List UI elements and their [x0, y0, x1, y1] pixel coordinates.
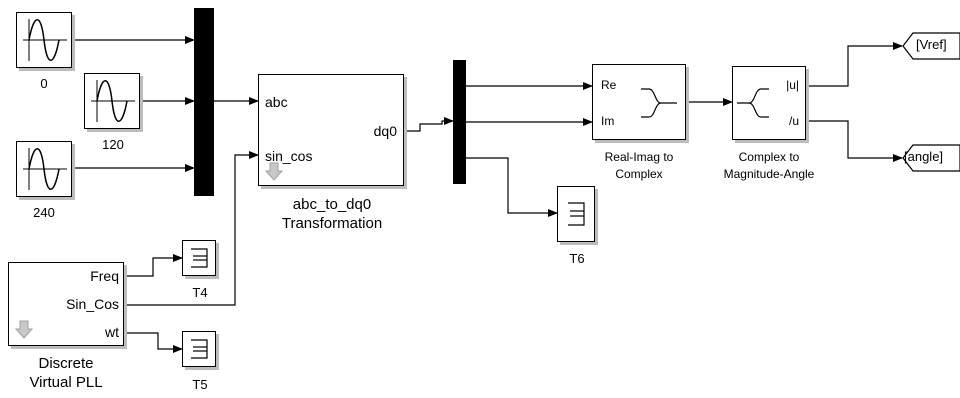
sine-source-240-label: 240 — [33, 205, 55, 220]
mask-arrow-icon — [15, 320, 33, 339]
pll-name-line1: Discrete — [38, 355, 94, 372]
angle-port-label: /u — [788, 114, 799, 128]
goto-vref-shape — [902, 32, 960, 60]
dq0-port-label: dq0 — [373, 123, 397, 139]
terminator-t4[interactable] — [182, 240, 216, 276]
mux-block-2[interactable] — [453, 60, 466, 184]
abc-port-label: abc — [265, 94, 288, 110]
terminator-icon — [191, 339, 208, 359]
abc-to-dq0-name-line1: abc_to_dq0 — [292, 196, 372, 213]
complex-to-mag-angle-block[interactable]: |u| /u — [732, 66, 806, 140]
terminator-t6[interactable] — [557, 186, 595, 242]
line-pll-sincos — [124, 151, 259, 306]
abc-to-dq0-block[interactable]: abc sin_cos dq0 — [258, 74, 404, 186]
sine-source-120-label: 120 — [102, 137, 124, 152]
complex-mag-name-line1: Complex to — [738, 150, 800, 164]
sine-source-120[interactable] — [84, 73, 140, 129]
pll-name-line2: Virtual PLL — [29, 374, 103, 391]
sine-source-240[interactable] — [16, 141, 72, 197]
terminator-icon — [568, 202, 585, 226]
terminator-t5[interactable] — [182, 331, 216, 367]
goto-vref-label[interactable]: [Vref] — [916, 37, 947, 52]
merge-icon — [641, 88, 677, 118]
im-port-label: Im — [601, 114, 615, 128]
line-dq0-mux2 — [403, 117, 454, 132]
sine-wave-icon — [91, 80, 135, 122]
goto-angle-label[interactable]: [angle] — [904, 149, 944, 164]
sine-wave-icon — [23, 148, 67, 190]
wt-port-label: wt — [105, 324, 119, 340]
magnitude-port-label: |u| — [786, 78, 799, 92]
abc-to-dq0-name-line2: Transformation — [281, 215, 383, 232]
goto-angle-shape — [902, 144, 960, 172]
terminator-t5-label: T5 — [192, 377, 208, 392]
real-imag-to-complex-block[interactable]: Re Im — [592, 64, 686, 140]
line-angle-tag — [806, 120, 903, 162]
sine-source-0[interactable] — [16, 12, 72, 68]
pll-block[interactable]: Freq Sin_Cos wt — [8, 262, 124, 346]
line-mux2-t6 — [466, 157, 558, 217]
line-pll-freq-t4 — [124, 254, 183, 277]
line-mag-vref — [806, 42, 903, 87]
real-imag-name-line2: Complex — [615, 167, 663, 181]
complex-mag-name-line2: Magnitude-Angle — [723, 167, 815, 181]
real-imag-name-line1: Real-Imag to — [604, 150, 674, 164]
mask-arrow-icon — [265, 162, 283, 181]
split-icon — [737, 88, 769, 118]
freq-port-label: Freq — [90, 268, 119, 284]
terminator-t4-label: T4 — [192, 285, 208, 300]
sin-cos-port-label: sin_cos — [265, 148, 313, 164]
terminator-t6-label: T6 — [569, 251, 585, 266]
terminator-icon — [191, 248, 208, 268]
mux-block-1[interactable] — [194, 8, 214, 196]
sine-source-0-label: 0 — [40, 76, 48, 91]
re-port-label: Re — [601, 78, 617, 92]
sin-cos-out-port-label: Sin_Cos — [66, 296, 119, 312]
line-pll-wt-t5 — [124, 332, 183, 353]
sine-wave-icon — [23, 19, 67, 61]
